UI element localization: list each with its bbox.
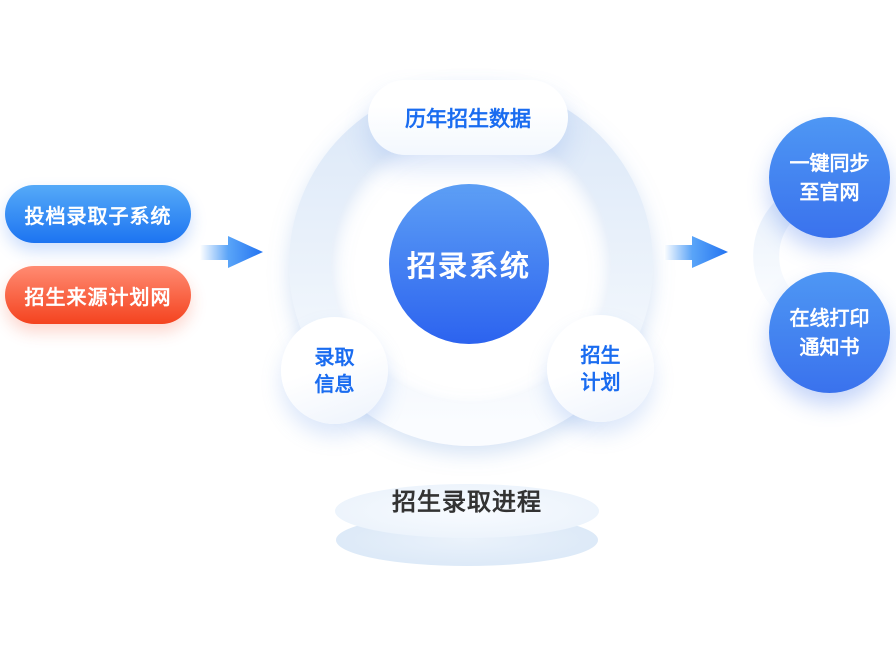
hub-node-historical-data: 历年招生数据 [368, 80, 568, 155]
hub-node-historical-data-label: 历年招生数据 [405, 106, 531, 131]
source-pill-admission-subsystem-label: 投档录取子系统 [24, 203, 172, 228]
hub-core-label: 招录系统 [406, 249, 531, 283]
hub-node-enrollment-plan-label: 招生 计划 [580, 342, 621, 394]
hub-core-circle: 招录系统 [389, 184, 549, 344]
base-disc-top [335, 484, 599, 538]
source-pill-enrollment-plan-network: 招生来源计划网 [5, 266, 191, 324]
hub-node-admission-info-label: 录取 信息 [314, 344, 355, 396]
arrow-right-icon-right [664, 236, 728, 268]
source-pill-admission-subsystem: 投档录取子系统 [5, 185, 191, 243]
base-process-title: 招生录取进程 [347, 484, 587, 516]
output-circle-print-notice-label: 在线打印 通知书 [789, 305, 870, 359]
output-circle-sync-official-site-label: 一键同步 至官网 [789, 150, 870, 204]
output-circle-print-notice: 在线打印 通知书 [769, 272, 890, 393]
output-circle-sync-official-site: 一键同步 至官网 [769, 117, 890, 238]
source-pill-enrollment-plan-network-label: 招生来源计划网 [24, 284, 172, 309]
arrow-right-icon-left [200, 236, 263, 268]
hub-node-admission-info: 录取 信息 [281, 317, 388, 424]
base-process-title-label: 招生录取进程 [392, 487, 542, 516]
hub-node-enrollment-plan: 招生 计划 [547, 315, 654, 422]
